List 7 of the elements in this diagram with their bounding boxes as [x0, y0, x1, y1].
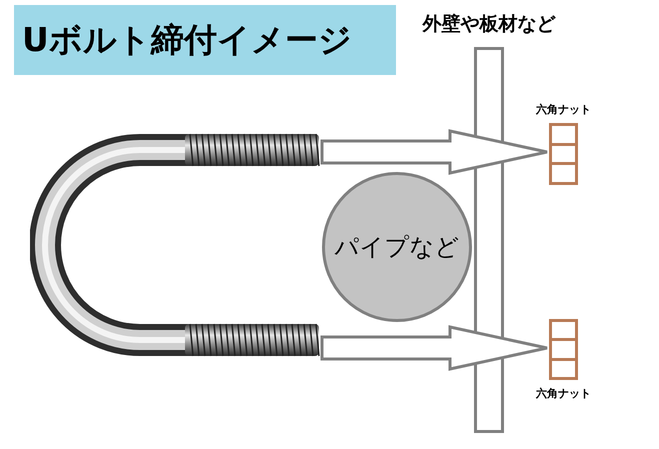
nut-label: 六角ナット [536, 386, 591, 402]
title-banner: Uボルト締付イメージ [14, 5, 396, 75]
nut-label: 六角ナット [536, 102, 591, 118]
pipe-label: パイプなど [334, 232, 460, 263]
wall-label: 外壁や板材など [422, 12, 556, 37]
block-arrow [320, 325, 548, 371]
block-arrow [320, 129, 548, 175]
